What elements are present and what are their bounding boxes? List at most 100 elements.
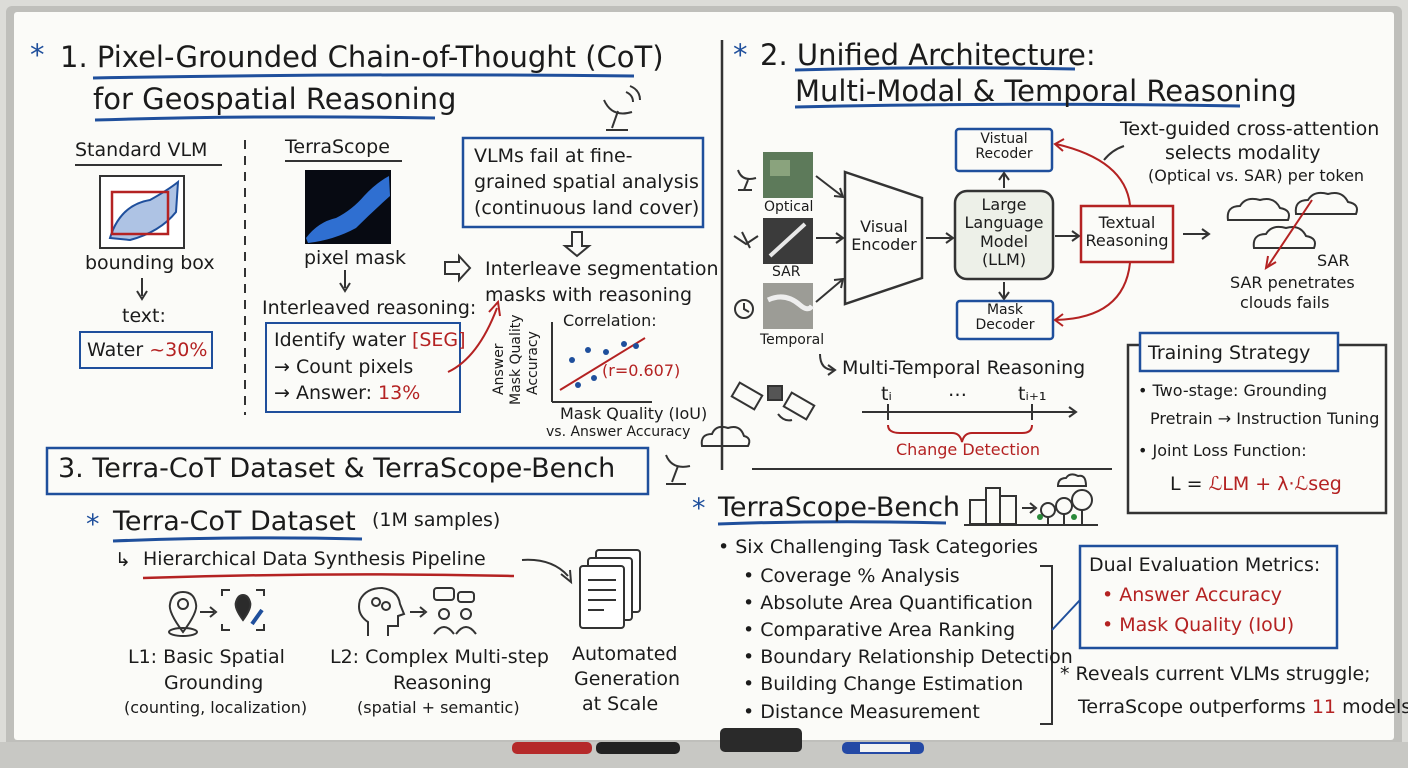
cloud-icon-2 [1226,197,1290,221]
satellite-icon [730,381,816,422]
fail-line1: VLMs fail at fine- [474,145,633,167]
reveal-line2: TerraScope outperforms 11 models [1078,696,1408,718]
l2-line3: (spatial + semantic) [357,698,520,717]
six-categories: • Six Challenging Task Categories [718,536,1039,558]
l2-line1: L2: Complex Multi-step [330,646,549,668]
people-chat-icon [433,587,477,635]
sar-input-label: SAR [772,264,801,280]
l1-line1: L1: Basic Spatial [128,646,285,668]
section2-star: * [733,38,748,72]
task-item-2: • Absolute Area Quantification [743,592,1033,614]
auto-line1: Automated [572,643,678,665]
interleaved-label: Interleaved reasoning: [262,297,477,319]
corr-ylabel-1: Answer [491,343,507,395]
loss-formula: L = ℒLM + λ·ℒseg [1170,473,1342,495]
textual-reasoning-label: Textual Reasoning [1085,213,1169,250]
ts-step1: Identify water [SEG] [274,329,466,351]
training-line3: • Joint Loss Function: [1138,441,1307,460]
dual-item-1: • Answer Accuracy [1102,584,1283,606]
auto-line3: at Scale [582,693,659,715]
satellite-dish-icon [603,85,641,131]
training-line1: • Two-stage: Grounding [1138,381,1328,400]
ts-step2: → Count pixels [274,356,414,378]
pipeline-arrow: ↳ [115,549,131,571]
t-dots: … [948,379,967,401]
task-item-5: • Building Change Estimation [743,673,1024,695]
l1-line2: Grounding [164,672,264,694]
cloud-icon-4 [1294,191,1358,215]
section2-title-line1: 2. Unified Architecture: [760,38,1096,72]
target-pin-icon [221,589,265,631]
auto-line2: Generation [574,668,680,690]
optical-label: Optical [764,199,814,215]
cross-attn-3: (Optical vs. SAR) per token [1148,166,1365,185]
sar-cloud-label: SAR [1317,251,1350,270]
visual-recoder-label: Vistual Recoder [975,131,1033,163]
location-pin-icon [168,590,198,637]
ts-step3: → Answer: 13% [274,382,421,404]
fail-line2: grained spatial analysis [474,171,699,193]
section3-title: 3. Terra-CoT Dataset & TerraScope-Bench [58,453,616,484]
l1-line3: (counting, localization) [124,698,308,717]
pipeline-label: Hierarchical Data Synthesis Pipeline [143,548,486,570]
bench-title: TerraScope-Bench [718,492,961,523]
cloud-icon [700,425,751,447]
l2-line2: Reasoning [393,672,492,694]
pixel-mask-label: pixel mask [304,247,407,269]
corr-title: Correlation: [563,311,657,330]
task-item-3: • Comparative Area Ranking [743,619,1016,641]
t-i1-label: tᵢ₊₁ [1018,383,1047,405]
eraser-icon [720,728,802,752]
cross-attn-2: selects modality [1165,142,1321,164]
black-marker-icon [596,742,680,754]
section1-title-line2: for Geospatial Reasoning [93,82,457,116]
task-item-4: • Boundary Relationship Detection [743,646,1073,668]
standard-vlm-heading: Standard VLM [75,139,208,161]
dataset-count: (1M samples) [372,509,501,531]
fail-line3: (continuous land cover) [474,197,700,219]
change-detection-label: Change Detection [896,440,1041,459]
satellite-dish-small-icon [737,169,757,191]
task-item-1: • Coverage % Analysis [743,565,960,587]
clock-icon [734,299,754,319]
cloud-icon-3 [1252,225,1316,249]
corr-value: (r=0.607) [602,361,681,380]
llm-label: Large Language Model (LLM) [964,195,1044,270]
t-i-label: tᵢ [881,383,892,405]
bounding-box-label: bounding box [85,252,215,274]
training-title: Training Strategy [1148,342,1311,364]
reveal-line1: * Reveals current VLMs struggle; [1060,663,1371,685]
satellite-small-icon [733,231,759,249]
brain-head-icon [358,586,406,636]
sar-penetrates-1: SAR penetrates [1230,273,1355,292]
visual-encoder-label: Visual Encoder [851,217,917,254]
section1-title-line1: 1. Pixel-Grounded Chain-of-Thought (CoT) [60,40,664,74]
training-line2: Pretrain → Instruction Tuning [1150,409,1380,428]
multi-temporal-label: Multi-Temporal Reasoning [842,357,1086,379]
dual-title: Dual Evaluation Metrics: [1089,554,1321,576]
sar-penetrates-2: clouds fails [1240,293,1330,312]
corr-ylabel-3: Accuracy [525,331,541,395]
bench-star: * [692,493,706,524]
section1-star: * [30,38,45,72]
documents-icon [579,549,641,629]
cross-attn-1: Text-guided cross-attention [1120,118,1380,140]
mask-decoder-label: Mask Decoder [975,302,1035,334]
satellite-dish-icon-2 [665,454,691,485]
terrascope-heading: TerraScope [285,136,390,158]
std-text-label: text: [122,305,166,327]
section2-title-line2: Multi-Modal & Temporal Reasoning [795,74,1297,108]
dataset-title: Terra-CoT Dataset [113,506,356,537]
std-answer: Water ~30% [87,339,208,361]
temporal-label: Temporal [760,332,825,348]
corr-xlabel-2: vs. Answer Accuracy [546,424,691,440]
dual-item-2: • Mask Quality (IoU) [1102,614,1295,636]
red-marker-icon [512,742,592,754]
task-item-6: • Distance Measurement [743,701,980,723]
interleave-line1: Interleave segmentation [485,258,719,280]
corr-xlabel-1: Mask Quality (IoU) [560,404,708,423]
dataset-star: * [86,509,100,540]
interleave-line2: masks with reasoning [485,284,693,306]
